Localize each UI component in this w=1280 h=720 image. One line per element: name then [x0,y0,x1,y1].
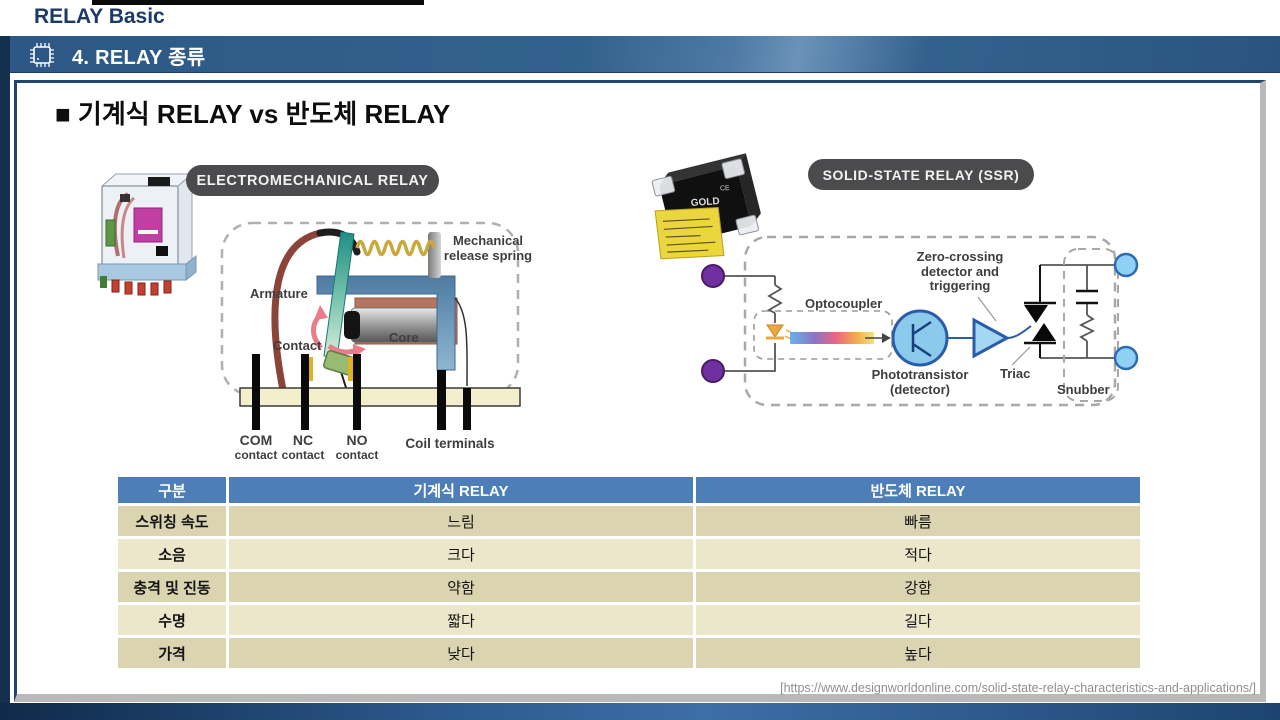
table-cell: 스위칭 속도 [118,506,226,536]
table-cell: 높다 [696,638,1140,668]
section-banner: 4. RELAY 종류 [10,36,1280,73]
triac-symbol [1024,265,1056,358]
label-contact: Contact [273,338,322,353]
label-triac: Triac [1000,366,1031,381]
coil-wire [271,229,324,394]
bottom-bar [0,703,1280,720]
label-core: Core [389,330,419,345]
label-com: COM [239,432,273,448]
table-cell: 강함 [696,572,1140,602]
phototransistor-symbol [891,309,949,367]
label-nc: NC [292,432,314,448]
emr-title-pill: ELECTROMECHANICAL RELAY [186,165,439,196]
label-nc-contact: contact [281,448,325,462]
output-terminal-top [1113,252,1139,278]
page-heading: ■ 기계식 RELAY vs 반도체 RELAY [55,99,451,129]
table-cell: 길다 [696,605,1140,635]
label-phototransistor: Phototransistor (detector) [871,367,969,397]
label-no-contact: contact [335,448,379,462]
table-header-semiconductor: 반도체 RELAY [696,477,1140,503]
amplifier-symbol [972,317,1011,359]
presentation-title: RELAY Basic [34,5,165,28]
input-terminal-bottom [701,359,725,383]
table-cell: 충격 및 진동 [118,572,226,602]
left-edge-strip [0,36,10,703]
ssr-brand-text: GOLD [690,196,720,209]
top-bar: RELAY Basic [0,0,1280,36]
table-cell: 빠름 [696,506,1140,536]
table-cell: 가격 [118,638,226,668]
label-snubber: Snubber [1057,382,1110,397]
emr-diagram [220,221,521,430]
table-cell: 크다 [229,539,693,569]
armature-bar [323,231,355,359]
label-zero-crossing: Zero-crossing detector and triggering [916,249,1004,294]
emr-photo [97,172,197,296]
input-terminal-top [701,264,725,288]
label-mechanical-release-spring: Mechanical release spring [443,233,533,263]
top-edge-artifact [92,0,424,5]
table-header-mechanical: 기계식 RELAY [229,477,693,503]
table-cell: 낮다 [229,638,693,668]
light-beam [790,332,874,344]
table-cell: 약함 [229,572,693,602]
spring [355,239,436,257]
output-terminal-bottom [1113,345,1139,371]
table-cell: 소음 [118,539,226,569]
ssr-dashed-box [743,235,1117,407]
ssr-diagram [701,235,1139,407]
ssr-photo: GOLD CE [651,153,761,260]
base-bar [239,387,521,407]
chip-icon [30,43,54,67]
label-com-contact: contact [234,448,278,462]
table-cell: 느림 [229,506,693,536]
snubber-symbol [1063,248,1119,402]
table-cell: 수명 [118,605,226,635]
table-header-category: 구분 [118,477,226,503]
label-optocoupler: Optocoupler [805,296,883,311]
label-no: NO [346,432,368,448]
citation: [https://www.designworldonline.com/solid… [780,681,1256,695]
ssr-title-pill: SOLID-STATE RELAY (SSR) [808,159,1034,190]
comparison-table: 구분 기계식 RELAY 반도체 RELAY 스위칭 속도 느림 빠름 소음 크… [118,477,1140,668]
ssr-ce-mark: CE [720,185,731,193]
label-coil-terminals: Coil terminals [405,436,495,451]
table-cell: 짧다 [229,605,693,635]
table-cell: 적다 [696,539,1140,569]
section-title: 4. RELAY 종류 [72,47,206,69]
led [766,324,784,338]
label-armature: Armature [250,286,308,301]
